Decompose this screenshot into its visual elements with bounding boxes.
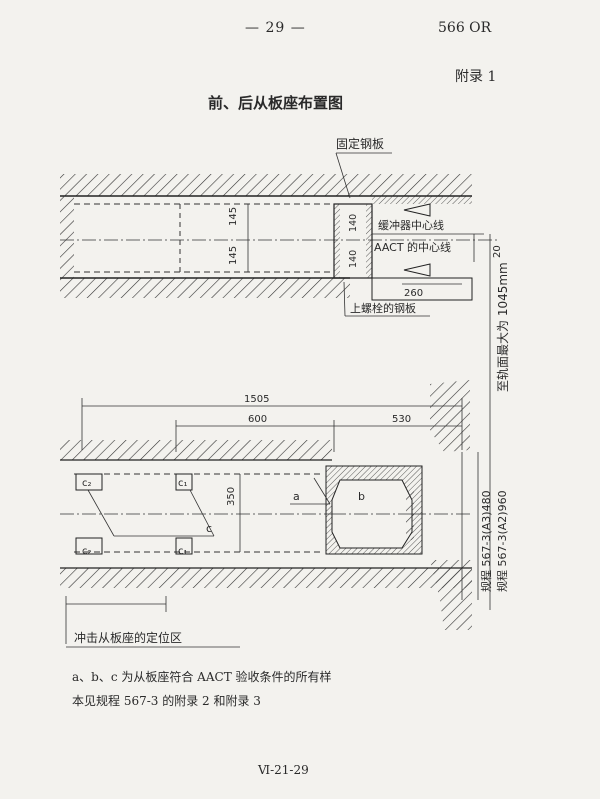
label-c2-top: c₂ xyxy=(82,478,92,489)
dim-260: 260 xyxy=(404,288,423,299)
dim-140-top: 140 xyxy=(348,214,359,232)
dim-20: 20 xyxy=(492,245,503,258)
label-c: c xyxy=(206,522,212,535)
rail-height-note: 至轨面最大为 1045mm xyxy=(496,262,510,392)
upper-wall-hatch xyxy=(60,174,472,196)
dim-145-top: 145 xyxy=(228,207,239,226)
lower-wall-hatch xyxy=(60,278,350,298)
page-title: 前、后从板座布置图 xyxy=(208,94,344,112)
document-code: 566 OR xyxy=(438,20,492,36)
footnote-line-2: 本见规程 567-3 的附录 2 和附录 3 xyxy=(72,694,261,708)
page-number: — 29 — xyxy=(245,20,306,36)
dim-140-bottom: 140 xyxy=(348,250,359,268)
buffer-centerline-label: 缓冲器中心线 xyxy=(378,218,444,232)
bolt-plate-label: 上螺栓的钢板 xyxy=(350,301,416,315)
dim-145-bottom: 145 xyxy=(228,246,239,265)
bottom-view: 1505 600 530 c₂ c₂ c₁ c₁ c xyxy=(60,380,509,648)
label-c1-bottom: c₁ xyxy=(178,546,188,557)
spec-a3: 规程 567-3(A3)480 xyxy=(479,490,493,592)
dim-1505: 1505 xyxy=(244,394,269,405)
footer-page-code: Ⅵ-21-29 xyxy=(258,763,309,777)
impact-zone-label: 冲击从板座的定位区 xyxy=(74,630,182,645)
label-a: a xyxy=(293,490,300,503)
label-c2-bottom: c₂ xyxy=(82,546,92,557)
footnote-line-1: a、b、c 为从板座符合 AACT 验收条件的所有样 xyxy=(72,670,332,684)
fixed-plate-label: 固定钢板 xyxy=(336,136,384,151)
appendix-label: 附录 1 xyxy=(455,69,497,85)
aact-centerline-label: AACT 的中心线 xyxy=(374,240,451,254)
spec-a2: 规程 567-3(A2)960 xyxy=(495,490,509,592)
label-c1-top: c₁ xyxy=(178,478,188,489)
top-view: 145 145 140 140 260 缓冲器中心线 AACT 的中心线 20 … xyxy=(60,136,503,317)
label-b: b xyxy=(358,490,365,503)
upper-right-hatch xyxy=(430,380,470,452)
dim-350: 350 xyxy=(226,487,237,506)
dim-600: 600 xyxy=(248,414,267,425)
dim-530: 530 xyxy=(392,414,411,425)
